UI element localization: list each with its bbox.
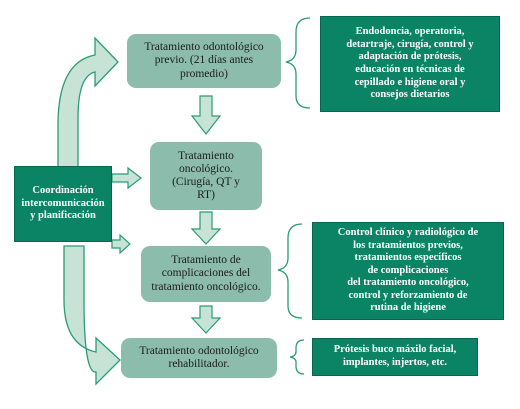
coordination-box: Coordinación intercomunicación y planifi… bbox=[14, 166, 112, 242]
rehabilitation-detail-text: Prótesis buco máxilo facial, implantes, … bbox=[333, 344, 457, 368]
curved-arrow-down bbox=[63, 245, 121, 386]
arrow-down-1 bbox=[190, 95, 222, 135]
complications-detail-text: Control clínico y radiológico de los tra… bbox=[337, 226, 479, 314]
brace-rehabilitation bbox=[289, 339, 305, 375]
previous-treatment-box: Tratamiento odontológico previo. (21 día… bbox=[127, 34, 281, 88]
previous-detail-text: Endodoncia, operatoria, detartraje, ciru… bbox=[346, 26, 474, 101]
previous-detail-box: Endodoncia, operatoria, detartraje, ciru… bbox=[320, 16, 500, 112]
arrow-down-3 bbox=[190, 305, 222, 334]
curved-arrow-up bbox=[57, 36, 119, 171]
coordination-label: Coordinación intercomunicación y planifi… bbox=[21, 185, 105, 222]
brace-complications bbox=[277, 223, 303, 319]
oncologic-treatment-box: Tratamiento oncológico. (Cirugía, QT y R… bbox=[150, 142, 262, 210]
brace-previous bbox=[285, 17, 311, 109]
complications-detail-box: Control clínico y radiológico de los tra… bbox=[312, 222, 504, 320]
arrow-down-2 bbox=[190, 211, 222, 245]
oncologic-treatment-label: Tratamiento oncológico. (Cirugía, QT y R… bbox=[172, 149, 240, 202]
rehabilitation-treatment-box: Tratamiento odontológico rehabilitador. bbox=[121, 338, 277, 378]
rehabilitation-treatment-label: Tratamiento odontológico rehabilitador. bbox=[139, 344, 259, 370]
arrow-right-oncologic bbox=[111, 166, 142, 190]
arrow-right-complications bbox=[111, 233, 131, 255]
complications-treatment-label: Tratamiento de complicaciones del tratam… bbox=[151, 254, 261, 293]
rehabilitation-detail-box: Prótesis buco máxilo facial, implantes, … bbox=[312, 338, 478, 376]
previous-treatment-label: Tratamiento odontológico previo. (21 día… bbox=[144, 41, 264, 80]
complications-treatment-box: Tratamiento de complicaciones del tratam… bbox=[141, 246, 271, 302]
